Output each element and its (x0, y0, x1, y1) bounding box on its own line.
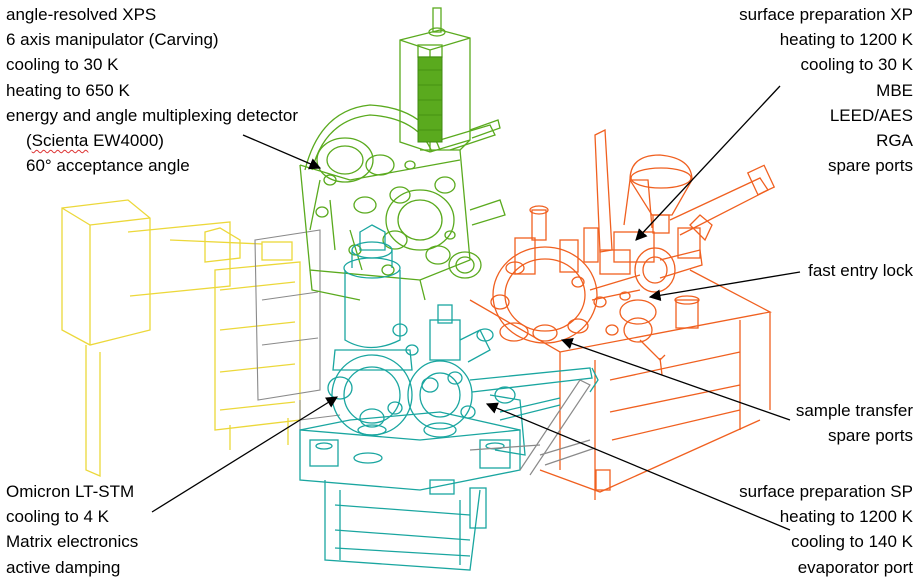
analyzer-column (417, 56, 443, 143)
arpes-line-3: cooling to 30 K (6, 55, 119, 75)
fast-entry-label: fast entry lock (808, 258, 913, 283)
arrow-transfer (560, 337, 791, 421)
xp-line-1: surface preparation XP (739, 5, 913, 24)
xp-line-5: LEED/AES (829, 105, 913, 125)
arpes-acceptance-line: 60° acceptance angle (26, 156, 190, 176)
arrow-stm (151, 396, 338, 513)
arpes-detector-line: (Scienta EW4000) (6, 128, 298, 153)
arpes-line-4: heating to 650 K (6, 80, 130, 100)
transfer-line-2: spare ports (827, 426, 913, 446)
xp-line-2: heating to 1200 K (779, 30, 913, 50)
transfer-line-1: sample transfer (795, 401, 913, 420)
xp-line-4: MBE (876, 80, 913, 100)
xp-line-3: cooling to 30 K (800, 55, 913, 75)
xp-line-7: spare ports (827, 156, 913, 176)
xp-chamber-drawing (469, 128, 776, 500)
sp-line-2: heating to 1200 K (779, 507, 913, 527)
arrow-sp (485, 402, 791, 531)
arpes-line-5: energy and angle multiplexing detector (6, 105, 299, 125)
detector-pre: ( (26, 131, 32, 151)
sp-label-block: surface preparation SP heating to 1200 K… (739, 479, 913, 580)
grey-support-arm (469, 379, 596, 476)
xp-label-block: surface preparation XP heating to 1200 K… (739, 2, 913, 178)
detector-post: EW4000) (88, 131, 164, 151)
detector-name: Scienta (31, 131, 89, 151)
stm-line-1: Omicron LT-STM (6, 482, 135, 501)
arpes-line-2: 6 axis manipulator (Carving) (6, 30, 219, 50)
arpes-chamber-drawing (299, 7, 506, 301)
xp-line-6: RGA (876, 131, 913, 151)
stm-line-2: cooling to 4 K (6, 507, 110, 527)
stm-line-3: Matrix electronics (6, 532, 139, 552)
transfer-label-block: sample transfer spare ports (796, 398, 913, 448)
sp-line-3: cooling to 140 K (791, 532, 913, 552)
sp-line-4: evaporator port (797, 557, 913, 577)
arrow-fast-entry (648, 271, 801, 302)
stm-label-block: Omicron LT-STM cooling to 4 K Matrix ele… (6, 479, 138, 580)
pointer-arrows (151, 85, 801, 531)
arrow-xp (635, 85, 781, 241)
sp-line-1: surface preparation SP (739, 482, 913, 501)
stm-line-4: active damping (6, 557, 121, 577)
arpes-line-1: angle-resolved XPS (6, 5, 157, 24)
arrow-arpes (242, 134, 322, 170)
grey-support-frame (254, 229, 341, 470)
yellow-frame-rack (61, 199, 301, 477)
stm-chamber-drawing (299, 224, 599, 571)
arpes-label-block: angle-resolved XPS 6 axis manipulator (C… (6, 2, 298, 178)
fast-entry-line: fast entry lock (808, 261, 913, 280)
